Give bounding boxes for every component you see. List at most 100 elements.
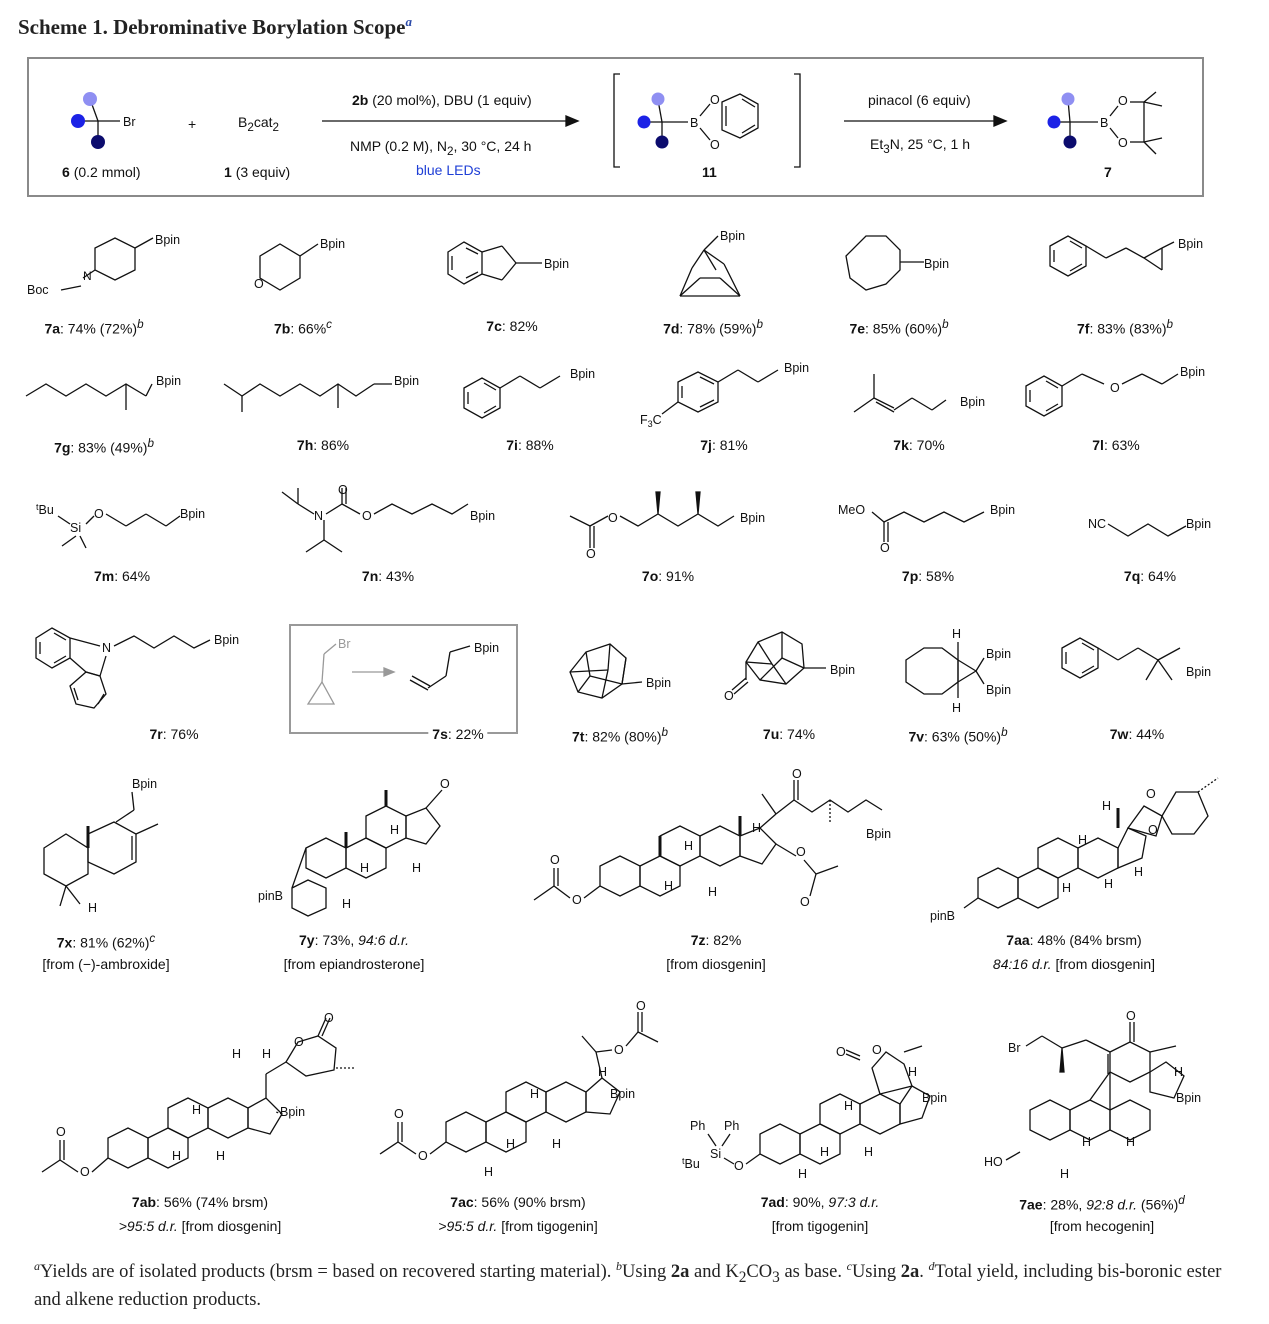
structure-7i: Bpin (463, 367, 595, 419)
caption-7n: 7n: 43% (361, 568, 415, 584)
structure-7ae: Br O Bpin HO H H H H (984, 1009, 1201, 1181)
caption-7v: 7v: 63% (50%)b (908, 726, 1008, 745)
source-7ab: >95:5 d.r. [from diosgenin] (118, 1218, 282, 1234)
svg-text:H: H (484, 1165, 493, 1179)
intermediate-label: 11 (702, 164, 717, 180)
condition-light: blue LEDs (416, 162, 481, 178)
svg-text:Bpin: Bpin (866, 827, 891, 841)
structure-7d: Bpin (679, 229, 745, 297)
caption-7r: 7r: 76% (149, 726, 199, 742)
svg-text:O: O (394, 1107, 404, 1121)
structure-7e: Bpin (845, 235, 949, 291)
svg-text:Bpin: Bpin (1178, 237, 1203, 251)
svg-text:Bpin: Bpin (156, 374, 181, 388)
structure-7w: Bpin (1061, 637, 1211, 681)
source-7x: [from (−)-ambroxide] (42, 956, 170, 972)
structure-7y: pinB O H H H H (258, 777, 450, 917)
caption-7q: 7q: 64% (1123, 568, 1177, 584)
scheme-title: Scheme 1. Debrominative Borylation Scope… (18, 14, 412, 39)
caption-7c: 7c: 82% (486, 318, 538, 334)
svg-text:O: O (324, 1011, 334, 1025)
svg-text:H: H (1062, 881, 1071, 895)
svg-text:H: H (1078, 833, 1087, 847)
footnote: aYields are of isolated products (brsm =… (34, 1259, 1222, 1310)
svg-text:O: O (418, 1149, 428, 1163)
plus-sign: + (188, 116, 197, 132)
source-7aa: 84:16 d.r. [from diosgenin] (992, 956, 1156, 972)
svg-text:Bpin: Bpin (1186, 665, 1211, 679)
svg-text:B: B (1100, 116, 1108, 130)
caption-7i: 7i: 88% (506, 437, 554, 453)
svg-text:O: O (586, 547, 596, 561)
source-7z: [from diosgenin] (666, 956, 766, 972)
svg-text:H: H (820, 1145, 829, 1159)
svg-text:F3C: F3C (640, 413, 662, 429)
svg-text:O: O (254, 277, 264, 291)
caption-7u: 7u: 74% (762, 726, 816, 742)
svg-text:H: H (598, 1065, 607, 1079)
product-7-structure: B O O (1047, 91, 1163, 155)
reactant-label: 6 (0.2 mmol) (62, 164, 141, 180)
caption-7aa: 7aa: 48% (84% brsm) (1006, 932, 1142, 948)
structure-7k: Bpin (853, 374, 985, 413)
reactant-6-structure: Br (71, 92, 136, 149)
structure-7a: Bpin N Boc (27, 233, 180, 297)
structure-7ad: Ph Ph Si tBu O O O Bpin H H H H H (682, 1043, 947, 1181)
svg-text:H: H (412, 861, 421, 875)
svg-text:Bpin: Bpin (320, 237, 345, 251)
svg-text:H: H (664, 879, 673, 893)
structure-7n: N O O Bpin (281, 483, 495, 553)
caption-7w: 7w: 44% (1109, 726, 1165, 742)
svg-text:H: H (952, 627, 961, 641)
caption-7s: 7s: 22% (428, 726, 488, 742)
svg-text:pinB: pinB (930, 909, 955, 923)
caption-7ab: 7ab: 56% (74% brsm) (131, 1194, 269, 1210)
caption-7m: 7m: 64% (93, 568, 151, 584)
condition-2-bottom: Et3N, 25 °C, 1 h (870, 136, 971, 156)
caption-7z: 7z: 82% (690, 932, 742, 948)
svg-text:O: O (872, 1043, 882, 1057)
svg-text:H: H (1060, 1167, 1069, 1181)
reagent-formula: B2cat2 (238, 114, 279, 134)
svg-text:pinB: pinB (258, 889, 283, 903)
svg-text:O: O (710, 138, 720, 152)
reaction-arrow-2 (844, 115, 1008, 127)
svg-text:H: H (172, 1149, 181, 1163)
condition-1-bottom: NMP (0.2 M), N2, 30 °C, 24 h (350, 138, 532, 158)
svg-text:Bpin: Bpin (544, 257, 569, 271)
svg-text:O: O (572, 893, 582, 907)
svg-text:O: O (836, 1045, 846, 1059)
svg-text:H: H (1126, 1135, 1135, 1149)
caption-7ac: 7ac: 56% (90% brsm) (450, 1194, 586, 1210)
structure-7u: O Bpin (724, 631, 855, 703)
svg-text:O: O (294, 1035, 304, 1049)
condition-1-top: 2b (20 mol%), DBU (1 equiv) (352, 92, 532, 108)
svg-text:Bpin: Bpin (280, 1105, 305, 1119)
svg-text:H: H (1082, 1135, 1091, 1149)
structure-7z: O O O Bpin O O H H H H (533, 767, 891, 909)
svg-text:O: O (724, 689, 734, 703)
caption-7h: 7h: 86% (296, 437, 350, 453)
svg-text:Bpin: Bpin (570, 367, 595, 381)
svg-text:Bpin: Bpin (180, 507, 205, 521)
caption-7j: 7j: 81% (700, 437, 748, 453)
caption-7b: 7b: 66%c (274, 318, 332, 337)
svg-text:tBu: tBu (682, 1156, 700, 1171)
reaction-box (27, 57, 1204, 197)
reagent-label: 1 (3 equiv) (224, 164, 291, 180)
svg-text:Bpin: Bpin (986, 683, 1011, 697)
caption-7a: 7a: 74% (72%)b (44, 318, 144, 337)
svg-text:H: H (360, 861, 369, 875)
svg-text:B: B (690, 116, 698, 130)
svg-text:Bpin: Bpin (470, 509, 495, 523)
structure-7f: Bpin (1049, 235, 1203, 277)
svg-text:H: H (864, 1145, 873, 1159)
svg-text:Bpin: Bpin (1186, 517, 1211, 531)
svg-text:Bpin: Bpin (214, 633, 239, 647)
structure-7j: Bpin F3C (640, 361, 809, 429)
svg-text:Bpin: Bpin (784, 361, 809, 375)
structure-7b: Bpin O (254, 237, 345, 291)
svg-text:H: H (506, 1137, 515, 1151)
structure-7o: O O Bpin (569, 491, 765, 561)
